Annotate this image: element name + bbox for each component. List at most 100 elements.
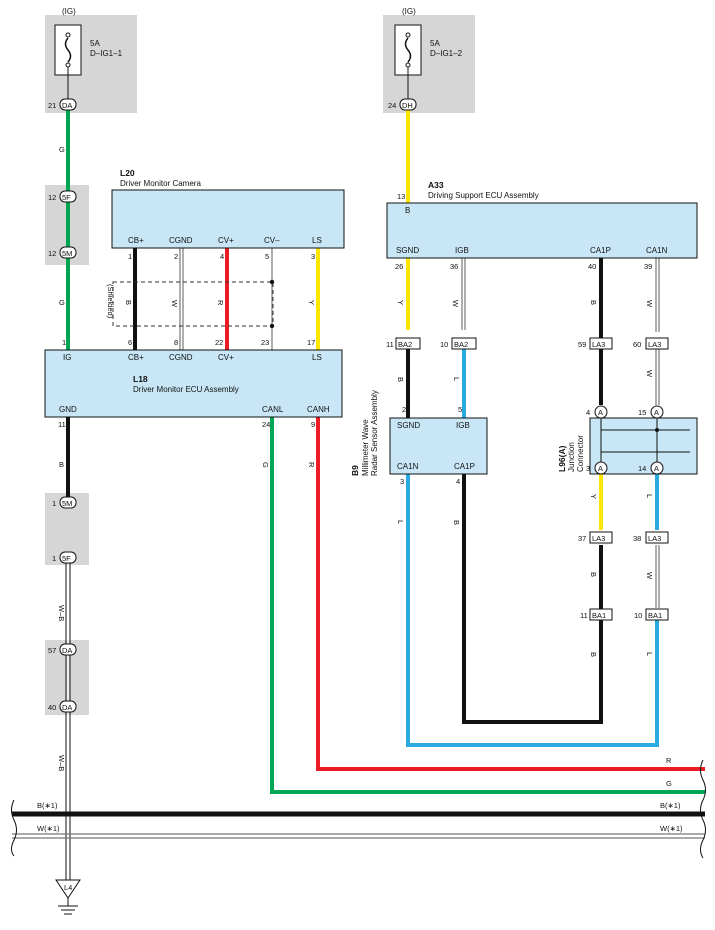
- svg-text:BA2: BA2: [398, 340, 412, 349]
- radar-pin-label: IGB: [456, 421, 470, 430]
- ecu-pin-num: 9: [311, 420, 315, 429]
- ecu-pin-label: GND: [59, 405, 77, 414]
- inline-connector: 37 LA3: [578, 531, 613, 544]
- fuse-symbols: [54, 24, 422, 100]
- wire-color-label: B: [124, 300, 133, 305]
- radar-pin-label: SGND: [397, 421, 420, 430]
- inline-connector: 11 BA1: [580, 608, 613, 621]
- inline-connector: 1 5M: [52, 496, 77, 509]
- junction-code: L96(A): [557, 445, 567, 472]
- bus-label: G: [666, 779, 672, 788]
- wire-color-label: L: [452, 377, 461, 381]
- inline-connector: 59 LA3: [578, 337, 613, 350]
- support-ecu-name: Driving Support ECU Assembly: [428, 191, 539, 200]
- svg-text:5M: 5M: [62, 499, 72, 508]
- fuse-right-pin: 24: [388, 101, 396, 110]
- inline-connector: 60 LA3: [633, 337, 669, 350]
- svg-text:11: 11: [386, 340, 394, 349]
- wires: [11, 110, 706, 880]
- svg-text:12: 12: [48, 249, 56, 258]
- camera-pin-label: CB+: [128, 236, 144, 245]
- wire-color-label: W: [645, 370, 654, 378]
- support-ecu-code: A33: [428, 180, 444, 190]
- wire-color-label: R: [216, 300, 225, 306]
- junction-pin: 15: [638, 408, 646, 417]
- inline-connector: 11 BA2: [386, 337, 421, 350]
- ecu-pin-num: 6: [128, 338, 132, 347]
- camera-pin-label: CV–: [264, 236, 280, 245]
- svg-text:LA3: LA3: [648, 534, 661, 543]
- wire-color-label: G: [261, 462, 270, 468]
- wire-color-label: G: [59, 145, 65, 154]
- inline-connector: 10 BA1: [634, 608, 669, 621]
- junction-pin: 4: [586, 408, 590, 417]
- support-ecu-pin-num: 26: [395, 262, 403, 271]
- junction-letter: A: [654, 464, 659, 473]
- radar-pin-label: CA1N: [397, 462, 419, 471]
- svg-text:LA3: LA3: [592, 534, 605, 543]
- junction-pin: 3: [586, 464, 590, 473]
- svg-text:12: 12: [48, 193, 56, 202]
- ecu-pin-label: CB+: [128, 353, 144, 362]
- wire-color-label: W: [645, 572, 654, 580]
- camera-pin-label: CGND: [169, 236, 193, 245]
- labels: (IG) 5A D–IG1–1 21 DA (IG) 5A D–IG1–2 24…: [37, 7, 683, 892]
- wire-color-label: W: [451, 300, 460, 308]
- ecu-code: L18: [133, 374, 148, 384]
- camera-code: L20: [120, 168, 135, 178]
- ecu-pin-label: IG: [63, 353, 71, 362]
- wire-color-label: B: [589, 652, 598, 657]
- ecu-pin-num: 1: [62, 338, 66, 347]
- inline-connector: 40 DA: [48, 700, 77, 713]
- bus-label: R: [666, 756, 672, 765]
- junction-name: Connector: [576, 435, 585, 472]
- svg-text:37: 37: [578, 534, 586, 543]
- fuse-left-rating: 5A: [90, 39, 100, 48]
- support-ecu-pin-label: SGND: [396, 246, 419, 255]
- svg-text:DA: DA: [62, 703, 72, 712]
- ecu-pin-num: 17: [307, 338, 315, 347]
- ecu-pin-label: CANH: [307, 405, 330, 414]
- fuse-left-name: D–IG1–1: [90, 49, 123, 58]
- svg-text:BA1: BA1: [592, 611, 606, 620]
- bus-label: B(∗1): [660, 801, 681, 810]
- wire-color-label: W–B: [57, 605, 66, 621]
- svg-text:5M: 5M: [62, 249, 72, 258]
- ecu-pin-num: 22: [215, 338, 223, 347]
- fuse-left-source: (IG): [62, 7, 76, 16]
- wire-color-label: B: [59, 460, 64, 469]
- radar-pin-num: 3: [400, 477, 404, 486]
- camera-pin-num: 3: [311, 252, 315, 261]
- ecu-pin-label: CGND: [169, 353, 193, 362]
- junction-name: Junction: [567, 442, 576, 472]
- inline-connector: 38 LA3: [633, 531, 669, 544]
- camera-name: Driver Monitor Camera: [120, 179, 201, 188]
- svg-text:38: 38: [633, 534, 641, 543]
- wire-color-label: W: [645, 300, 654, 308]
- inline-connector: 12 5F: [48, 190, 77, 203]
- svg-text:BA1: BA1: [648, 611, 662, 620]
- wire-color-label: L: [645, 494, 654, 498]
- support-ecu-pin-label: IGB: [455, 246, 469, 255]
- camera-pin-label: CV+: [218, 236, 234, 245]
- shielded-label: (Shielded): [106, 284, 115, 319]
- support-ecu-pin-num: 36: [450, 262, 458, 271]
- camera-pin-num: 2: [174, 252, 178, 261]
- fuse-left-connector: DA: [62, 101, 72, 110]
- wire-color-label: B: [589, 572, 598, 577]
- bus-label: W(∗1): [37, 824, 60, 833]
- junction-pin: 14: [638, 464, 646, 473]
- svg-text:10: 10: [440, 340, 448, 349]
- camera-pin-label: LS: [312, 236, 322, 245]
- svg-text:40: 40: [48, 703, 56, 712]
- wire-color-label: Y: [589, 494, 598, 499]
- support-ecu-top-label: B: [405, 206, 410, 215]
- ecu-pin-num: 8: [174, 338, 178, 347]
- ecu-pin-num: 11: [58, 420, 66, 429]
- support-ecu-pin-label: CA1P: [590, 246, 611, 255]
- svg-text:10: 10: [634, 611, 642, 620]
- radar-code: B9: [350, 465, 360, 476]
- svg-text:LA3: LA3: [648, 340, 661, 349]
